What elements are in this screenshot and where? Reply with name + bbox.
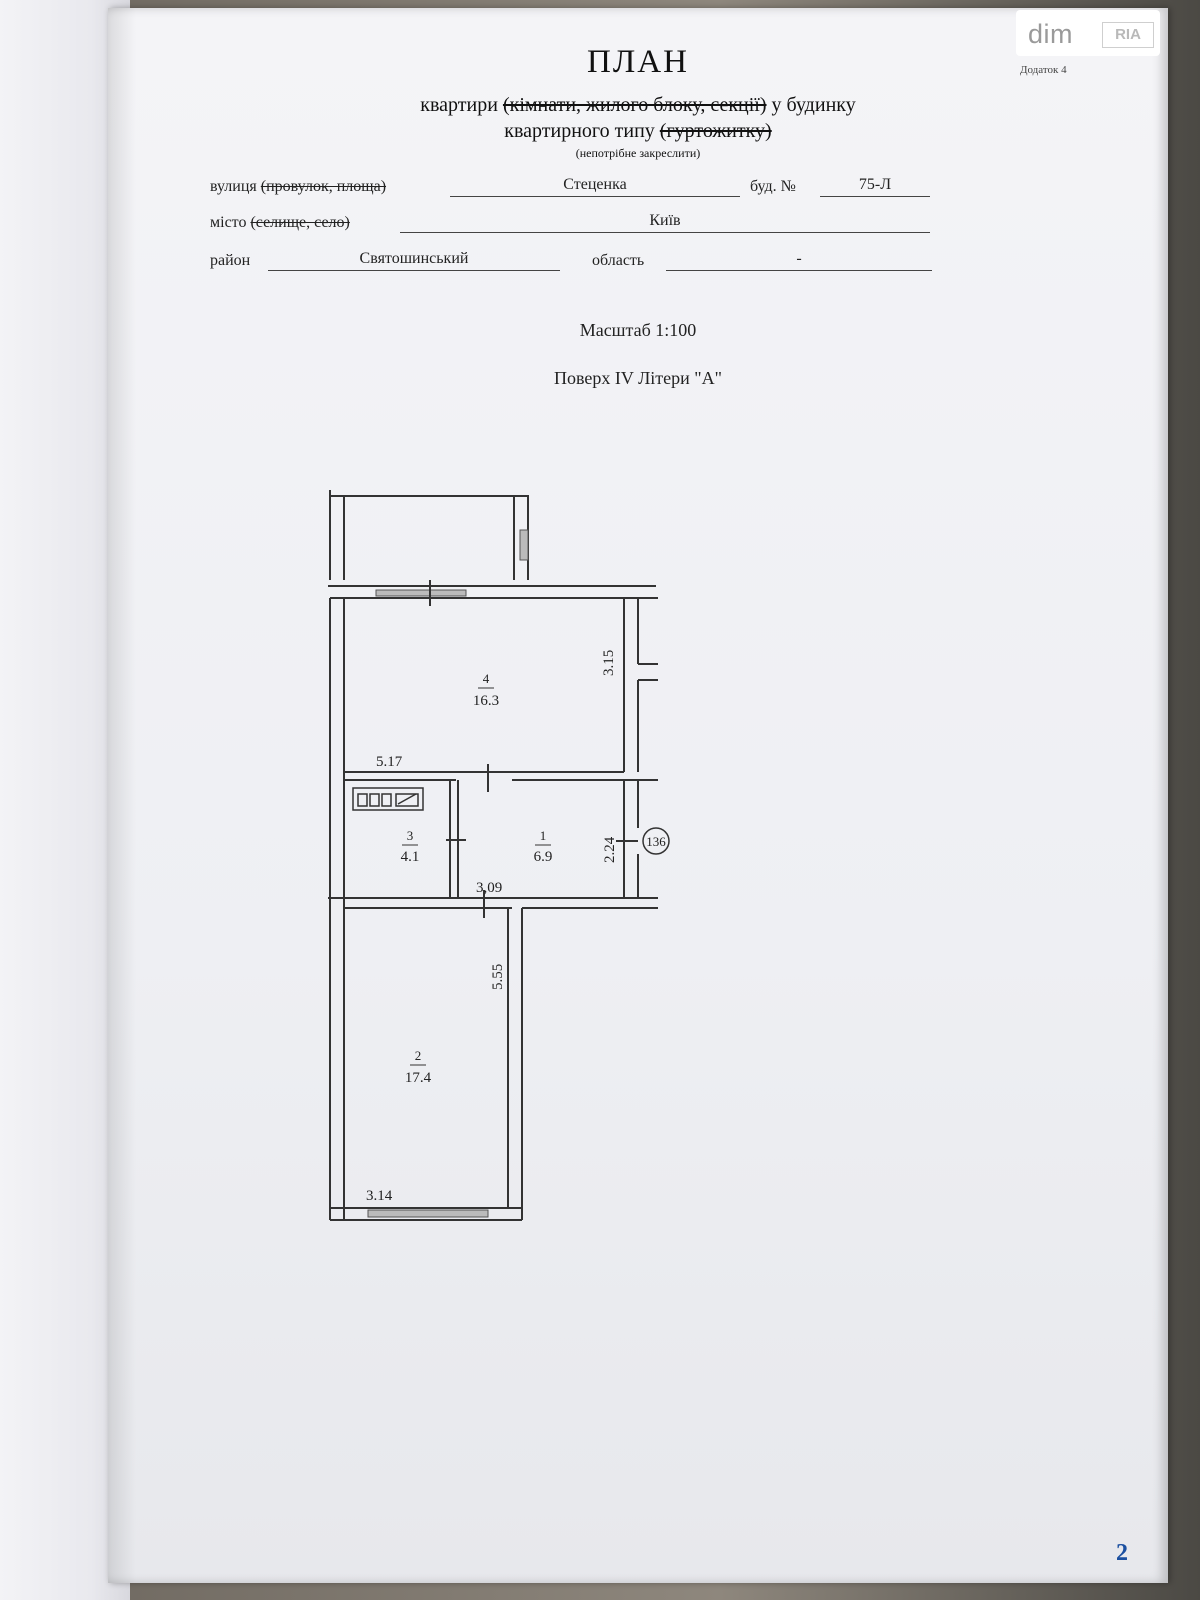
title-line-1: квартири (кімнати, жилого блоку, секції)…	[108, 94, 1168, 117]
room-2-label: 2 17.4	[405, 1048, 432, 1086]
city-row: місто (селище, село) Київ	[210, 212, 950, 236]
dimension-room1-depth: 2.24	[602, 836, 618, 863]
room-number: 3	[407, 828, 414, 843]
district-label: район	[210, 252, 251, 269]
title-line-1-prefix: квартири	[420, 94, 503, 116]
street-value: Стеценка	[450, 176, 740, 197]
door-marker-circle	[642, 827, 670, 855]
title-line-2-prefix: квартирного типу	[504, 120, 660, 142]
room-4-label: 4 16.3	[473, 671, 499, 709]
dimension-room4-width: 5.17	[376, 754, 403, 770]
district-row: район Святошинський область -	[210, 250, 950, 274]
scale-text: Масштаб 1:100	[579, 320, 697, 340]
room-area: 4.1	[401, 849, 420, 865]
city-label-text: місто	[210, 214, 247, 231]
room-number: 1	[540, 828, 547, 843]
title-note: (непотрібне закреслити)	[575, 146, 701, 160]
street-row: вулиця (провулок, площа) Стеценка буд. №…	[210, 176, 950, 200]
door-marker-label: 136	[646, 834, 666, 849]
room-area: 17.4	[405, 1070, 432, 1086]
page-number: 2	[1116, 1540, 1128, 1566]
building-value: 75-Л	[820, 176, 930, 197]
watermark-text: dim	[1028, 19, 1074, 49]
dimension-room1-width: 3,09	[476, 880, 502, 896]
watermark: dim RIA	[1016, 10, 1160, 56]
stove-icon	[352, 787, 424, 811]
addendum-label: Додаток 4	[1020, 64, 1067, 76]
district-value: Святошинський	[268, 250, 560, 271]
room-number: 4	[483, 671, 490, 686]
building-label: буд. №	[750, 178, 796, 195]
dimension-room2-width: 3.14	[366, 1188, 393, 1204]
title-line-1-suffix: у будинку	[766, 94, 856, 116]
room-number: 2	[415, 1048, 422, 1063]
title-line-2-struck: (гуртожитку)	[659, 120, 772, 142]
city-label-struck: (селище, село)	[250, 214, 350, 231]
room-3-label: 3 4.1	[401, 828, 420, 865]
title-line-1-struck: (кімнати, жилого блоку, секції)	[502, 94, 767, 116]
city-label: місто (селище, село)	[210, 214, 350, 232]
region-value: -	[666, 250, 932, 271]
plan-walls	[328, 490, 658, 1221]
street-label-struck: (провулок, площа)	[260, 178, 387, 195]
region-label: область	[592, 252, 645, 269]
room-area: 16.3	[473, 693, 499, 709]
door-marker: 136	[642, 827, 670, 855]
document-title: ПЛАН	[587, 44, 689, 80]
room-area: 6.9	[534, 849, 553, 865]
watermark-logo: RIA	[1102, 22, 1154, 48]
street-label: вулиця (провулок, площа)	[210, 178, 386, 196]
city-value: Київ	[400, 212, 930, 233]
floor-text: Поверх IV Літери "А"	[554, 368, 722, 388]
room-1-label: 1 6.9	[534, 828, 553, 865]
dimension-room2-depth: 5.55	[490, 964, 506, 990]
dimension-room4-depth: 3.15	[601, 650, 617, 676]
document-page: Додаток 4 ПЛАН квартири (кімнати, жилого…	[108, 8, 1168, 1583]
page-gutter	[108, 8, 136, 1583]
floor-plan: 136 4 16.3 3 4.1 1 6.9 2 17.4 5.17 3.15 …	[328, 490, 670, 1221]
title-line-2: квартирного типу (гуртожитку)	[108, 120, 1168, 143]
street-label-text: вулиця	[210, 178, 257, 195]
